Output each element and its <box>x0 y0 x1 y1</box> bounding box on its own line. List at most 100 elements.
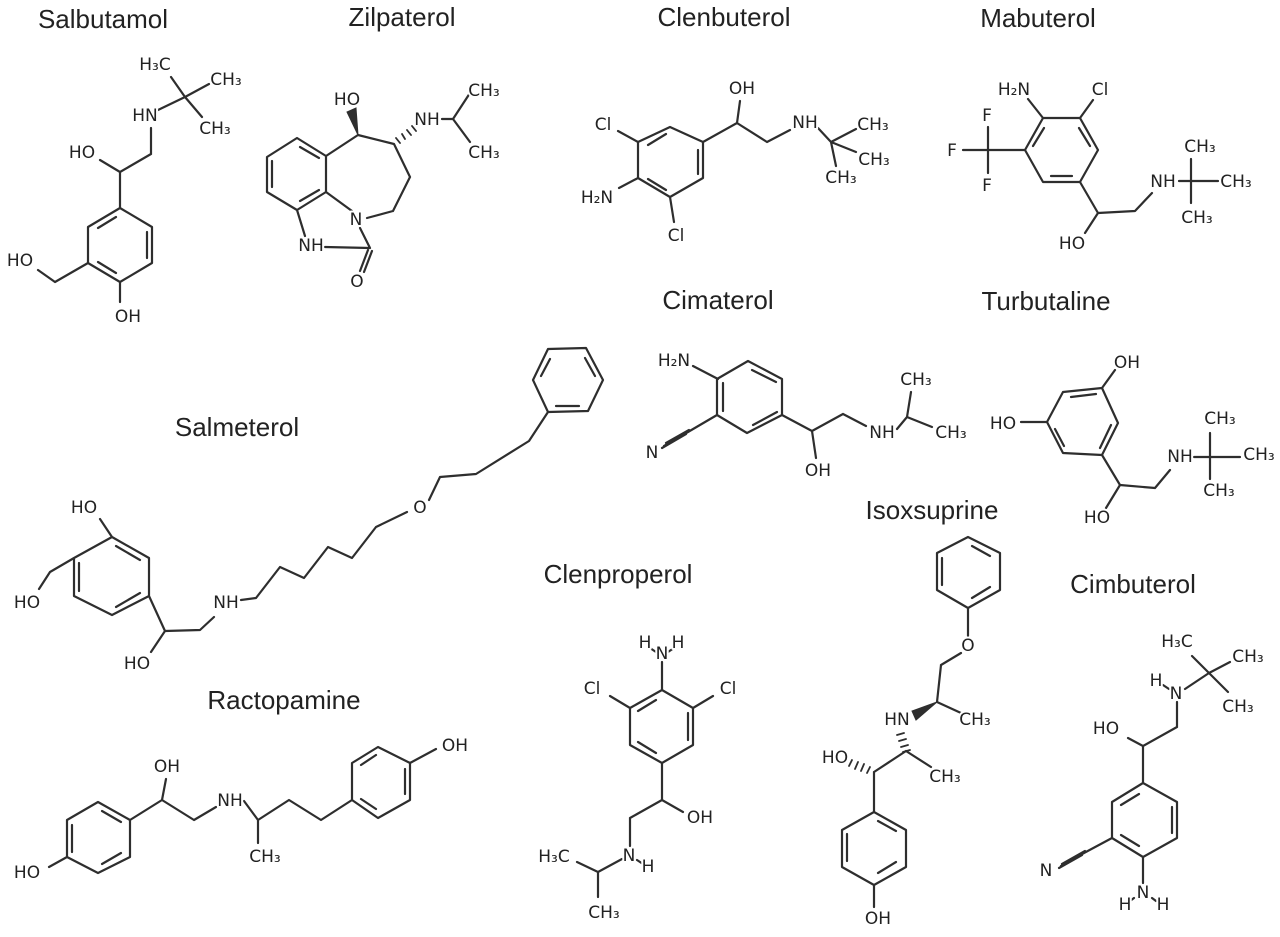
atom-label: N <box>623 846 636 866</box>
atom-label: N <box>350 210 363 230</box>
bonds <box>1019 368 1242 510</box>
atom-label: F <box>947 141 957 161</box>
atom-label: Cl <box>595 115 612 135</box>
atom-label: H <box>1150 671 1163 691</box>
atom-label: CH₃ <box>1184 137 1215 157</box>
atom-label: CH₃ <box>249 847 280 867</box>
atom-label: CH₃ <box>468 143 499 163</box>
molecule-clenbuterol: Clenbuterol OH Cl Cl H₂N NH CH₃ CH₃ CH₃ <box>579 2 892 248</box>
bonds <box>36 75 211 304</box>
bonds <box>616 99 858 224</box>
atom-label: CH₃ <box>1204 409 1235 429</box>
atom-label: NH <box>1150 172 1176 192</box>
molecule-title: Clenproperol <box>544 559 693 589</box>
bonds <box>265 91 472 274</box>
atom-label: H₂N <box>998 80 1030 100</box>
atom-label: N <box>1170 684 1183 704</box>
bonds <box>575 646 715 899</box>
atom-label: HN <box>132 106 158 126</box>
molecule-clenproperol: Clenproperol H N H Cl Cl OH H₃C N H CH₃ <box>536 559 738 925</box>
atom-label: OH <box>154 757 180 777</box>
molecule-zilpaterol: Zilpaterol HO NH CH₃ CH₃ N NH O <box>265 2 502 294</box>
atom-label: OH <box>115 307 141 327</box>
atom-label: NH <box>298 236 324 256</box>
atom-label: H <box>639 633 652 653</box>
molecule-cimaterol: Cimaterol H₂N N OH NH CH₃ CH₃ <box>644 285 969 483</box>
hashed-bond <box>848 732 911 774</box>
molecule-ractopamine: Ractopamine HO OH NH CH₃ OH <box>12 685 470 885</box>
atom-label: CH₃ <box>199 119 230 139</box>
hashed-bond <box>395 125 417 144</box>
molecule-cimbuterol: Cimbuterol H₃C CH₃ CH₃ H N HO N N H H <box>1038 569 1266 917</box>
atom-label: HO <box>334 90 360 110</box>
atom-label: Cl <box>668 226 685 246</box>
atom-label: CH₃ <box>857 115 888 135</box>
atom-label: HN <box>884 710 910 730</box>
atom-label: HO <box>1084 508 1110 528</box>
atom-label: Cl <box>720 679 737 699</box>
atom-label: CH₃ <box>1220 172 1251 192</box>
atom-label: N <box>646 443 659 463</box>
atom-label: HO <box>69 143 95 163</box>
atom-label: CH₃ <box>825 168 856 188</box>
atom-label: CH₃ <box>1203 481 1234 501</box>
molecule-title: Cimaterol <box>662 285 773 315</box>
atom-label: H₂N <box>658 351 690 371</box>
atom-label: H₃C <box>139 55 170 75</box>
atom-label: Cl <box>584 679 601 699</box>
atom-label: N <box>656 644 669 664</box>
atom-label: HO <box>71 498 97 518</box>
molecule-title: Turbutaline <box>981 286 1110 316</box>
molecule-isoxsuprine: Isoxsuprine O HN CH₃ CH₃ HO OH <box>820 495 1002 931</box>
atom-label: CH₃ <box>929 767 960 787</box>
atom-label: F <box>982 106 992 126</box>
molecule-turbutaline: Turbutaline OH HO HO NH CH₃ CH₃ CH₃ <box>981 286 1276 530</box>
bonds <box>47 745 438 875</box>
atom-label: OH <box>729 79 755 99</box>
atom-label: OH <box>442 736 468 756</box>
atom-label: CH₃ <box>210 70 241 90</box>
atom-label: CH₃ <box>959 710 990 730</box>
atom-label: CH₃ <box>1232 647 1263 667</box>
atom-label: F <box>982 176 992 196</box>
wedge-bond <box>911 701 938 721</box>
atom-label: H₃C <box>1161 632 1192 652</box>
atom-label: CH₃ <box>1181 208 1212 228</box>
atom-label: OH <box>687 808 713 828</box>
atom-label: N <box>1137 883 1150 903</box>
atom-label: HO <box>822 748 848 768</box>
molecule-mabuterol: Mabuterol H₂N Cl F F F HO NH CH₃ CH₃ CH₃ <box>945 3 1254 256</box>
bonds <box>37 346 605 654</box>
atom-label: NH <box>213 593 239 613</box>
wedge-bond <box>346 107 359 136</box>
atom-label: HO <box>1059 234 1085 254</box>
atom-label: NH <box>792 113 818 133</box>
atom-label: H <box>1157 895 1170 915</box>
atom-label: HO <box>14 863 40 883</box>
atom-label: CH₃ <box>588 903 619 923</box>
atom-label: H <box>642 857 655 877</box>
molecule-title: Zilpaterol <box>349 2 456 32</box>
atom-label: HO <box>124 654 150 674</box>
molecule-title: Salmeterol <box>175 412 299 442</box>
atom-label: Cl <box>1092 80 1109 100</box>
molecule-title: Cimbuterol <box>1070 569 1196 599</box>
atom-label: CH₃ <box>1222 697 1253 717</box>
atom-label: CH₃ <box>858 150 889 170</box>
molecule-title: Ractopamine <box>207 685 360 715</box>
atom-label: H <box>1119 895 1132 915</box>
bonds <box>1057 654 1232 903</box>
atom-label: HO <box>14 593 40 613</box>
atom-label: NH <box>217 791 243 811</box>
atom-label: CH₃ <box>935 423 966 443</box>
atom-label: HO <box>1093 719 1119 739</box>
atom-label: H₂N <box>581 188 613 208</box>
molecule-title: Clenbuterol <box>658 2 791 32</box>
atom-label: N <box>1040 861 1053 881</box>
bonds <box>961 97 1220 235</box>
bonds <box>840 535 1002 909</box>
molecule-salmeterol: Salmeterol HO HO HO NH O <box>12 346 605 676</box>
atom-label: OH <box>865 909 891 929</box>
